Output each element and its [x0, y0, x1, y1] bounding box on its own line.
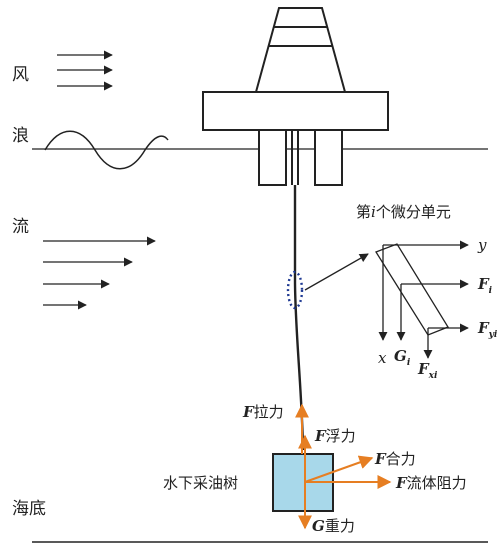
wave-label: 浪 [12, 126, 29, 146]
fyi-label: Fyi [477, 319, 498, 340]
gi-label: Gi [394, 347, 411, 368]
current-arrows [43, 236, 156, 310]
drag-label: F流体阻力 [395, 474, 467, 492]
fxi-label: Fxi [417, 360, 438, 381]
micro-callout-arrow [304, 253, 369, 291]
axis-y-label: y [477, 236, 487, 254]
current-label: 流 [12, 217, 29, 237]
wind-arrows [57, 50, 113, 91]
derrick [254, 7, 347, 93]
micro-element-rect [375, 243, 449, 336]
micro-element-detail [375, 240, 469, 359]
micro-element-marker [286, 270, 304, 310]
micro-element-title: 第i个微分单元 [356, 203, 451, 221]
platform-deck [202, 91, 389, 131]
resultant-label: F合力 [374, 450, 416, 468]
resultant-arrow [304, 455, 374, 483]
axis-x-label: x [378, 349, 387, 367]
seabed-label: 海底 [12, 499, 46, 519]
wave-curve [44, 130, 169, 170]
platform [202, 7, 389, 186]
wind-label: 风 [12, 65, 29, 85]
gravity-label: G重力 [312, 517, 355, 535]
tree-label: 水下采油树 [163, 474, 238, 492]
pontoon-left [258, 129, 287, 186]
tree-force-arrows [295, 403, 392, 530]
tension-label: F拉力 [242, 403, 284, 421]
buoyancy-label: F浮力 [314, 427, 356, 445]
pontoon-right [314, 129, 343, 186]
fi-label: Fi [477, 275, 493, 296]
